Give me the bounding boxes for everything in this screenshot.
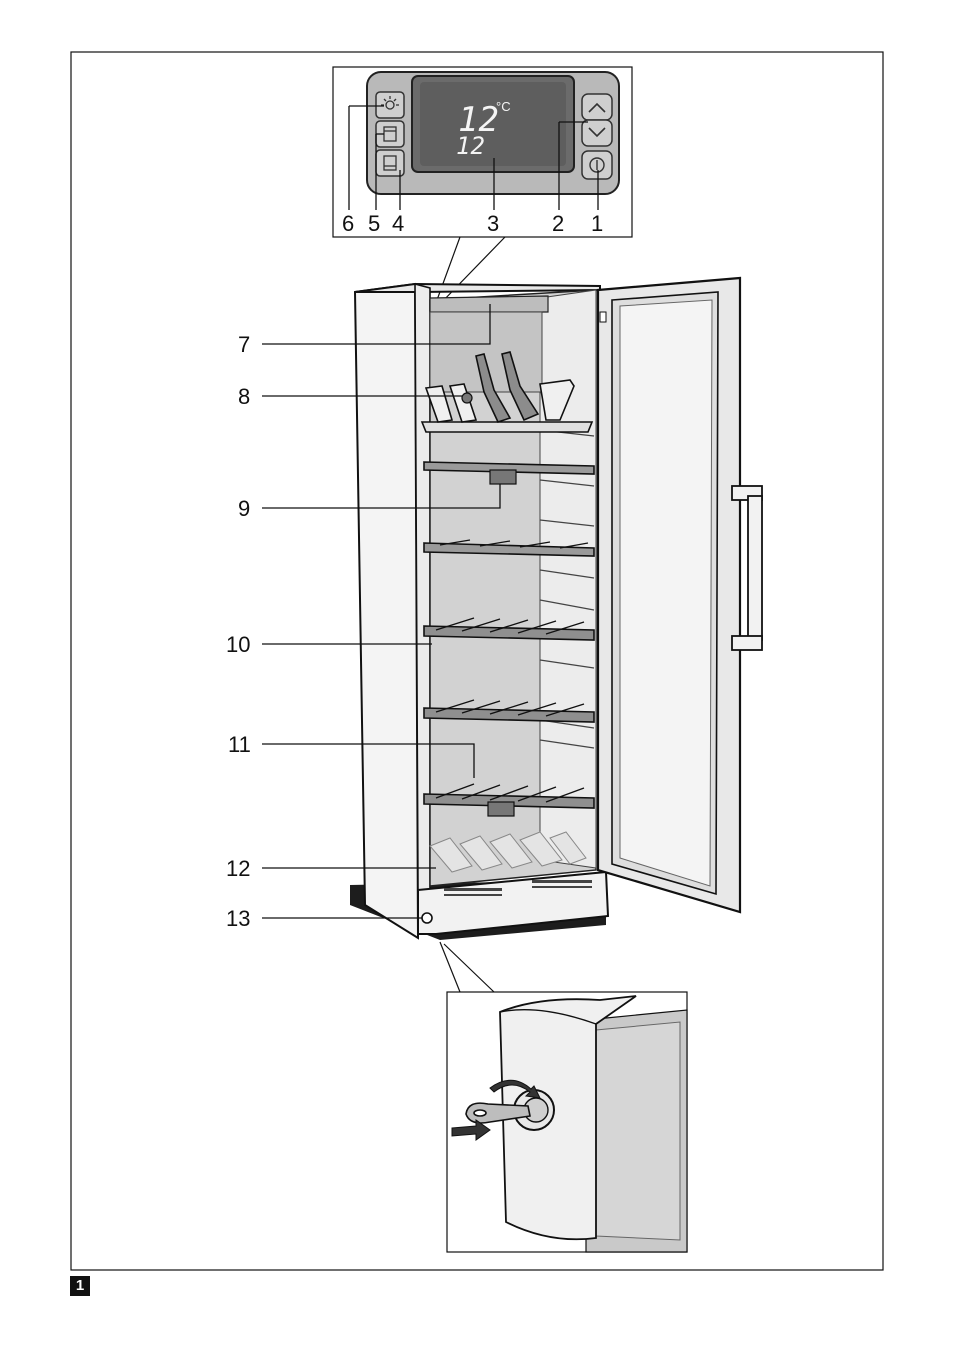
display-temperature-unit: °C [496,99,511,114]
temperature-up-button[interactable] [582,94,612,120]
wine-cabinet [350,278,762,940]
door-lock [422,913,432,923]
callout-6: 6 [342,211,354,236]
callout-1: 1 [591,211,603,236]
callout-7: 7 [238,332,250,357]
callout-3: 3 [487,211,499,236]
display-temperature-second: 12 [456,132,485,160]
callout-10: 10 [226,632,250,657]
lock-detail-inset [447,992,687,1252]
thermometer [462,393,472,403]
callout-4: 4 [392,211,404,236]
light-button[interactable] [376,92,404,118]
callout-5: 5 [368,211,380,236]
callout-13: 13 [226,906,250,931]
callout-11: 11 [228,732,251,757]
callout-9: 9 [238,496,250,521]
control-panel-inset: 12 °C 12 [333,67,632,237]
shelf-label [490,470,516,484]
figure-number-badge: 1 [70,1276,90,1296]
callout-8: 8 [238,384,250,409]
callout-2: 2 [552,211,564,236]
temperature-down-button[interactable] [582,120,612,146]
callout-12: 12 [226,856,250,881]
